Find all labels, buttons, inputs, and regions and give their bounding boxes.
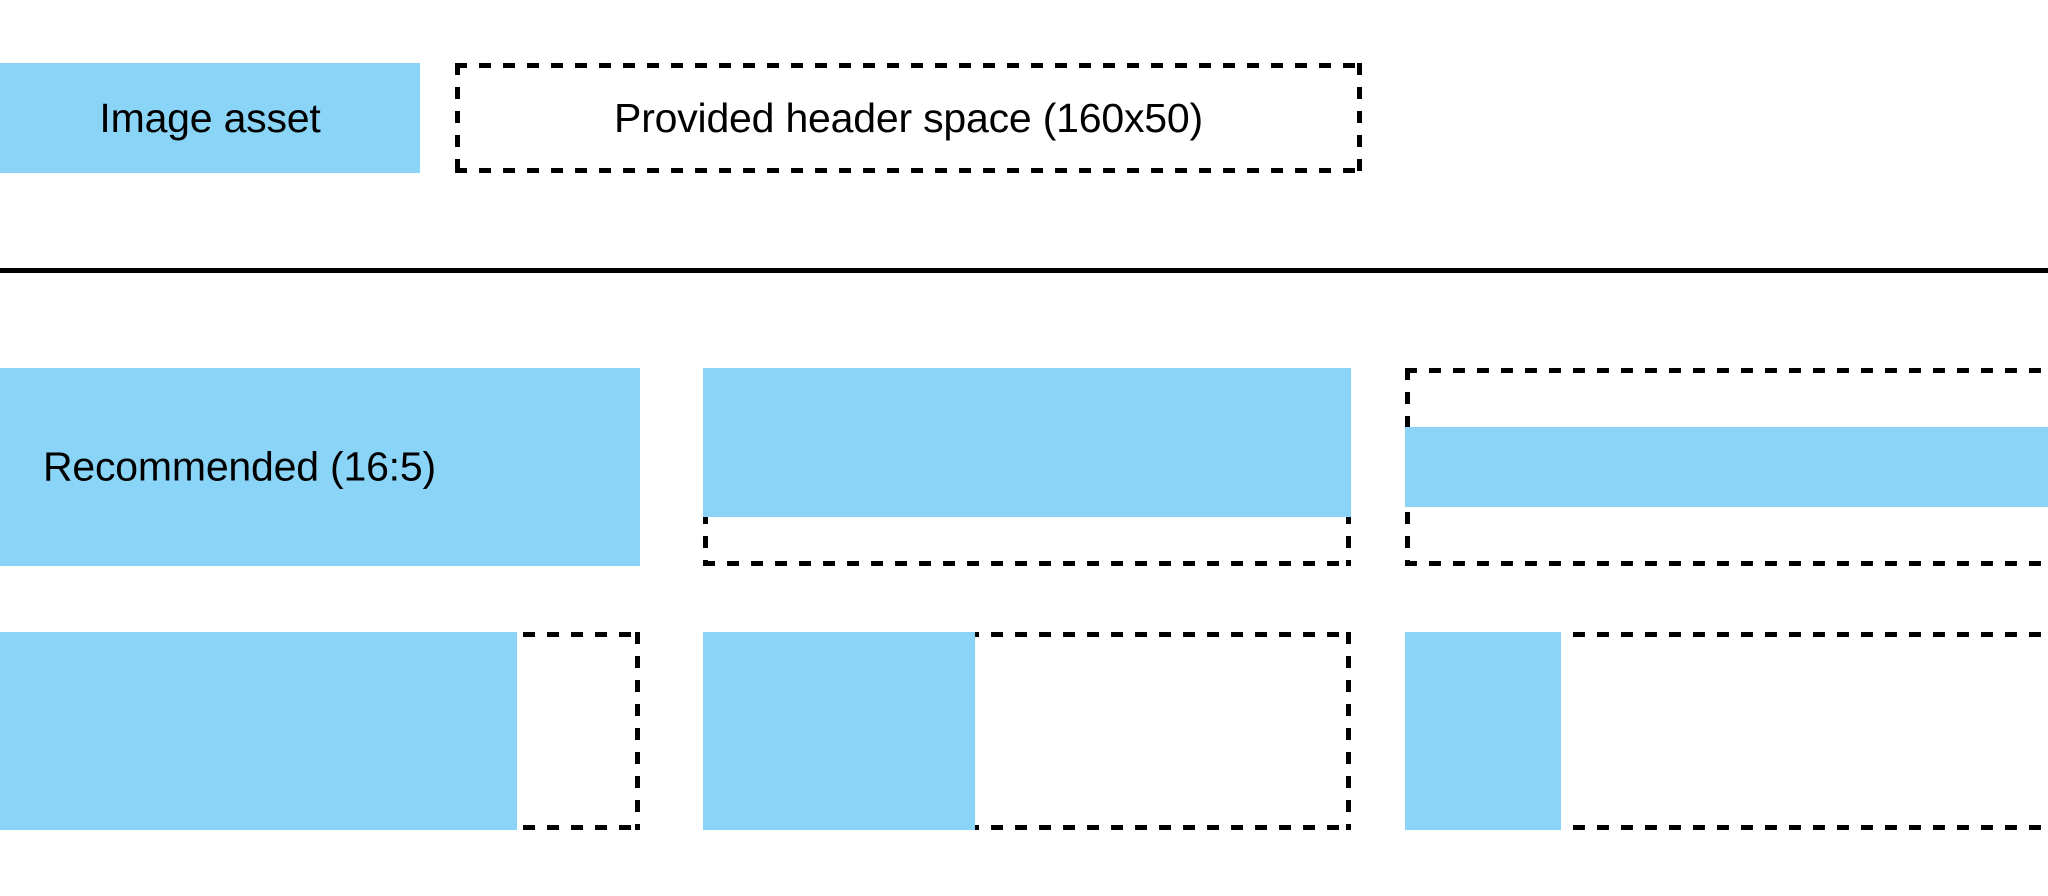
example-box-row2-col1: [0, 632, 640, 830]
example-fill-row1-col1: [0, 368, 640, 566]
example-fill-row2-col3: [1405, 632, 1561, 830]
example-box-row1-col1: Recommended (16:5): [0, 368, 640, 566]
legend-image-asset-label: Image asset: [99, 94, 321, 141]
example-fill-row2-col1: [0, 632, 518, 830]
example-box-row1-col3: [1405, 368, 2048, 566]
legend-provided-header-space-label: Provided header space (160x50): [614, 94, 1203, 141]
legend-image-asset-swatch: Image asset: [0, 63, 420, 173]
example-box-row2-col3: [1405, 632, 2048, 830]
example-box-row1-col2: [703, 368, 1351, 566]
section-divider: [0, 268, 2048, 273]
example-fill-row2-col2: [703, 632, 976, 830]
example-label-recommended: Recommended (16:5): [43, 443, 436, 490]
example-fill-row1-col3: [1405, 427, 2048, 507]
legend-provided-header-space-box: Provided header space (160x50): [455, 63, 1362, 173]
example-fill-row1-col2: [703, 368, 1351, 517]
example-box-row2-col2: [703, 632, 1351, 830]
